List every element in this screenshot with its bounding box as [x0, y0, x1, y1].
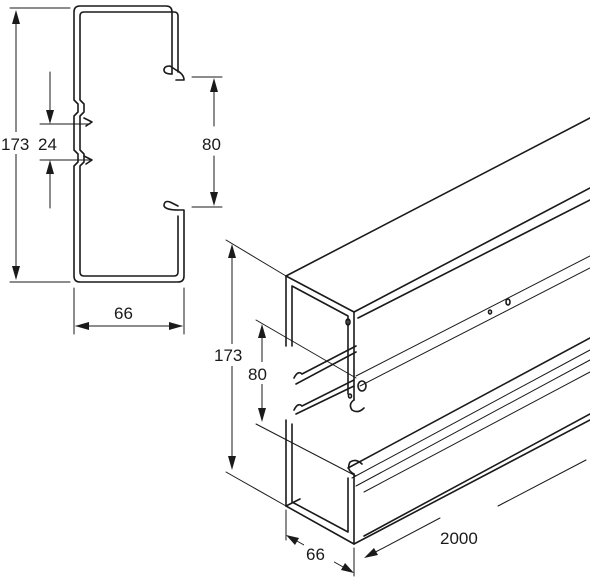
label-mask [247, 362, 277, 384]
iso-173-ext-top [225, 239, 287, 277]
hole-icon [345, 318, 351, 326]
hole-icon [357, 380, 367, 392]
front-hook-bottom [347, 459, 363, 475]
section-width-label: 66 [114, 304, 133, 323]
bottom-front-edge [353, 419, 590, 545]
section-total-height-label: 173 [1, 135, 29, 154]
inner-rib-upper [293, 345, 357, 385]
cross-section-view: 173 24 80 66 [0, 5, 223, 335]
section-opening-label: 80 [202, 135, 221, 154]
bottom-back-stub [285, 498, 301, 507]
label-mask [0, 132, 34, 154]
dim-arrow [210, 78, 218, 92]
dim-arrow [12, 266, 20, 280]
dim-arrow [46, 160, 54, 174]
top-front-edge [353, 187, 590, 313]
upper-groove-1 [355, 255, 590, 377]
hole-icon [347, 393, 353, 399]
dim-arrow [364, 548, 378, 558]
dim-arrow [286, 535, 299, 545]
top-back-edge [285, 117, 590, 277]
section-profile-inner [79, 11, 179, 277]
hole-icon [487, 309, 493, 315]
section-rib-spacing-label: 24 [38, 135, 57, 154]
upper-groove-2 [359, 267, 590, 387]
dim-arrow [228, 244, 236, 258]
iso-opening-label: 80 [248, 365, 267, 384]
hole-icon [505, 298, 511, 306]
lower-ridge-3 [355, 359, 590, 487]
lower-ridge-4 [363, 371, 590, 493]
dim-arrow [46, 110, 54, 124]
dim-arrow [228, 456, 236, 470]
dim-arrow [75, 322, 89, 330]
iso-width-label: 66 [306, 545, 325, 564]
top-front-edge-2 [357, 199, 590, 319]
dim-arrow [169, 322, 183, 330]
label-mask [212, 344, 248, 366]
bottom-edge-2 [363, 413, 590, 537]
front-face-inner [291, 285, 349, 533]
iso-80-ext-top [255, 319, 357, 379]
iso-2000-line [367, 517, 441, 557]
dim-arrow [210, 192, 218, 206]
lower-ridge-1 [347, 337, 590, 469]
lower-ridge-2 [351, 349, 590, 479]
section-profile-outer [73, 5, 185, 283]
rib-upper [83, 117, 93, 127]
iso-length-label: 2000 [440, 529, 478, 548]
front-hook-top [349, 399, 365, 413]
iso-80-ext-bottom [255, 423, 357, 477]
rib-lower [83, 155, 93, 165]
dim-arrow [258, 324, 266, 338]
iso-2000-line-2 [497, 459, 587, 507]
top-hook [163, 65, 185, 81]
iso-total-height-label: 173 [214, 346, 242, 365]
bottom-hook [163, 200, 179, 211]
isometric-view: 173 80 66 2000 [212, 117, 590, 577]
dim-arrow [258, 408, 266, 422]
iso-173-ext-bottom [225, 471, 287, 507]
label-mask [304, 543, 334, 563]
inner-rib-lower [293, 379, 355, 415]
dim-arrow [12, 10, 20, 24]
dim-arrow [341, 563, 354, 573]
label-mask [112, 304, 146, 324]
